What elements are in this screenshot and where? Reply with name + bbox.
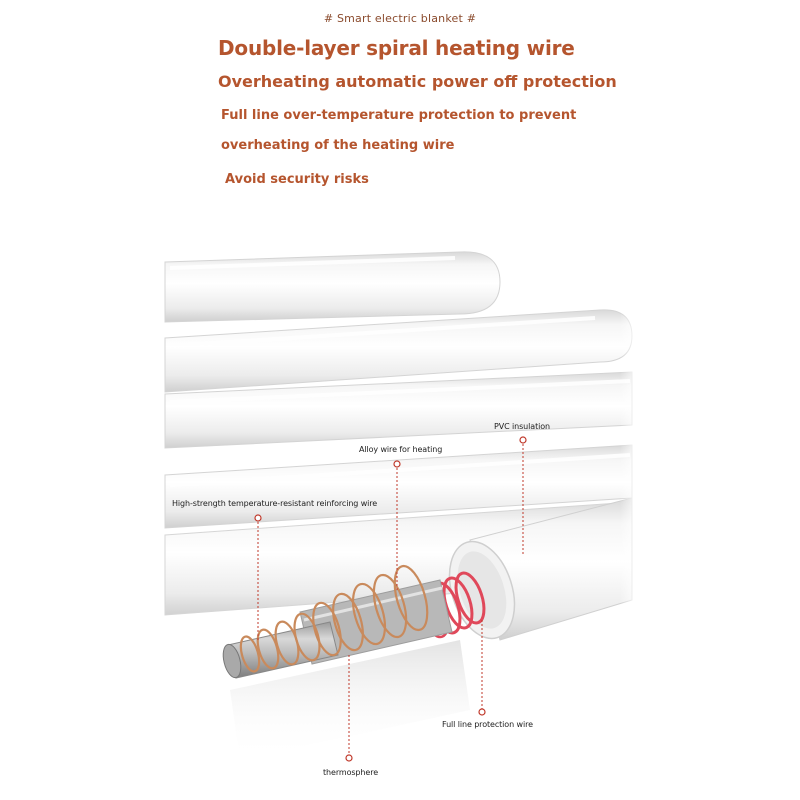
leader-dots <box>254 436 527 762</box>
description-line-1: Full line over-temperature protection to… <box>221 108 577 123</box>
leader-lines <box>257 440 524 758</box>
callout-alloy-wire: Alloy wire for heating <box>359 445 443 454</box>
description-line-3: Avoid security risks <box>225 172 369 187</box>
callout-thermosphere: thermosphere <box>323 768 379 777</box>
callout-reinforcing-wire: High-strength temperature-resistant rein… <box>172 499 378 508</box>
category-tag: # Smart electric blanket # <box>323 12 477 25</box>
callout-protection-wire: Full line protection wire <box>442 720 533 729</box>
subheadline: Overheating automatic power off protecti… <box>218 72 617 91</box>
tube-loop-top <box>164 251 501 323</box>
headline: Double-layer spiral heating wire <box>218 36 575 60</box>
callout-pvc-insulation: PVC insulation <box>494 422 551 431</box>
description-line-2: overheating of the heating wire <box>221 138 455 153</box>
